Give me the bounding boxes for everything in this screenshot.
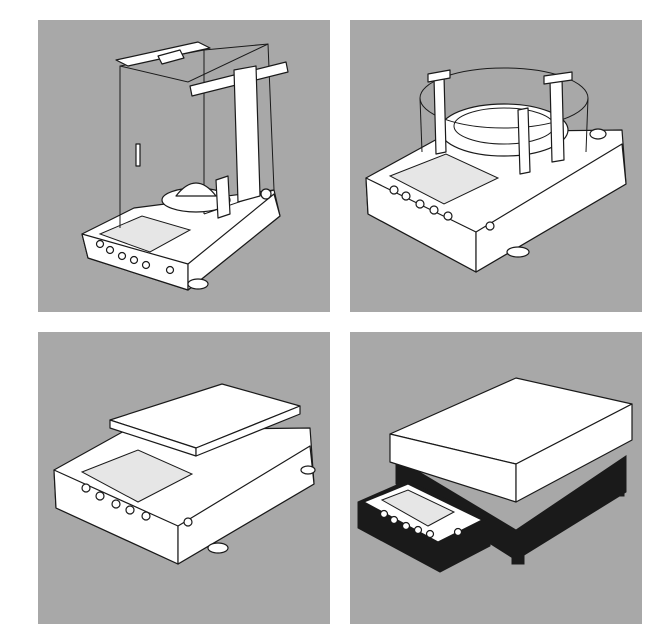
analytical-balance-illustration [81, 41, 289, 291]
round-shield-balance-panel [350, 20, 642, 312]
platform-balance-panel [350, 332, 642, 624]
analytical-balance-panel [38, 20, 330, 312]
platform-balance-illustration [357, 377, 633, 573]
round-shield-balance-illustration [365, 67, 627, 273]
square-pan-balance-panel [38, 332, 330, 624]
square-pan-balance-illustration [53, 383, 316, 565]
